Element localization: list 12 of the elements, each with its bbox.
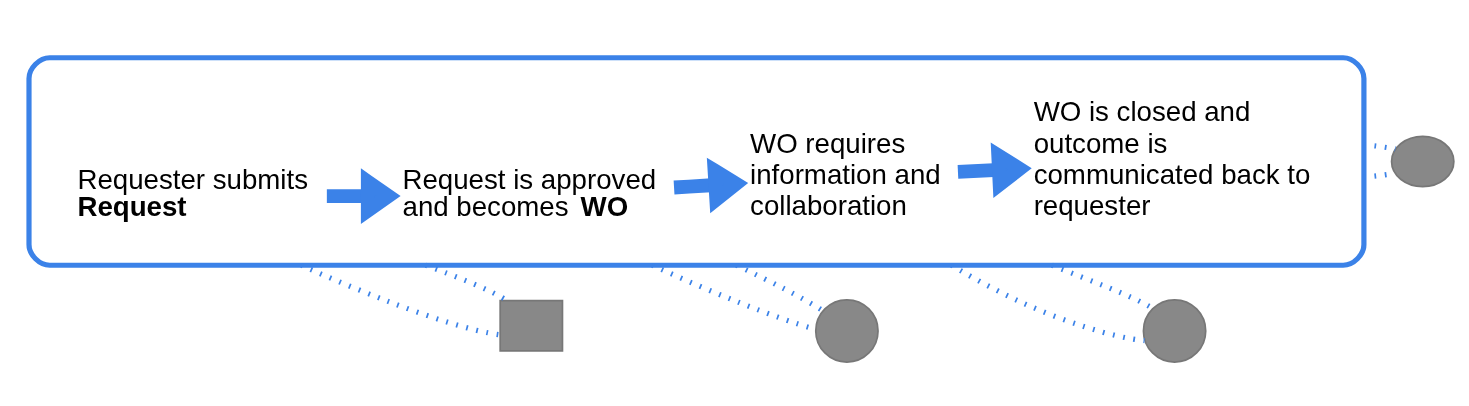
node-chat bbox=[1390, 135, 1455, 188]
node-text: WO is closed and outcome is communicated back to requester bbox=[1033, 96, 1311, 221]
node-text: Request is approved and becomes WO bbox=[402, 163, 657, 223]
arrow bbox=[957, 142, 1032, 198]
node-clock bbox=[814, 298, 879, 363]
node-text: WO requires information and collaboration bbox=[750, 127, 941, 221]
cluster bbox=[26, 55, 1367, 268]
node-envelope bbox=[499, 299, 564, 352]
node-text: Requester submits Request bbox=[77, 163, 308, 223]
arrow bbox=[326, 168, 401, 224]
node-phone bbox=[1142, 298, 1207, 363]
arrow bbox=[673, 157, 749, 214]
